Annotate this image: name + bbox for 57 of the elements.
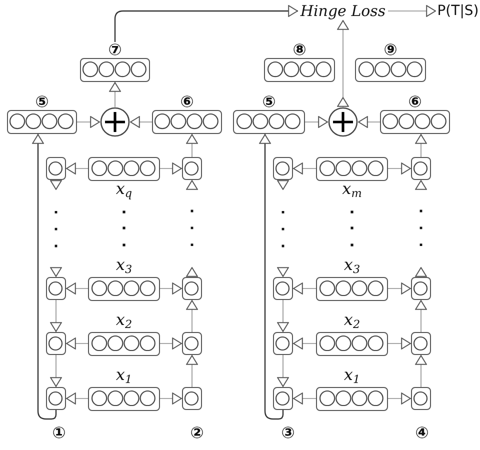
column-number: ② (189, 424, 205, 442)
arrow (32, 134, 57, 420)
arrow (415, 354, 427, 388)
arrow (66, 392, 88, 404)
arrow (277, 354, 289, 388)
arrow (186, 300, 198, 332)
arrow (415, 134, 427, 158)
arrow (388, 392, 412, 404)
input-label: x$_{2}$ (114, 312, 134, 332)
input-label: x$_{3}$ (114, 256, 134, 276)
arrow (160, 338, 182, 350)
input-label: x$_{3}$ (342, 256, 362, 276)
column-number: ③ (280, 424, 296, 442)
arrow (160, 392, 182, 404)
layer-number: ⑥ (407, 94, 423, 110)
input-label: x$_{q}$ (114, 180, 134, 200)
column-number: ① (51, 424, 67, 442)
arrow (130, 116, 152, 128)
arrow (160, 162, 182, 174)
arrow (66, 162, 88, 174)
layer-number: ⑥ (179, 94, 195, 110)
input-label: x$_{1}$ (342, 366, 362, 386)
arrow (66, 338, 88, 350)
column-number: ④ (414, 424, 430, 442)
arrow (114, 5, 298, 42)
arrow (50, 300, 62, 332)
arrow (186, 354, 198, 388)
arrow (50, 354, 62, 388)
output-label: P(T|S) (436, 2, 480, 20)
arrow (76, 116, 100, 128)
arrow (292, 338, 316, 350)
loss-label: Hinge Loss (298, 2, 388, 20)
arrow (66, 282, 88, 294)
arrow (259, 134, 284, 420)
arrow (388, 282, 412, 294)
arrow (160, 282, 182, 294)
layer-number: ⑧ (292, 42, 308, 58)
layer-number: ⑤ (261, 94, 277, 110)
arrow (186, 134, 198, 158)
arrow (337, 20, 349, 108)
input-label: x$_{2}$ (342, 312, 362, 332)
arrow (109, 82, 121, 108)
arrow (388, 338, 412, 350)
layer-number: ⑦ (107, 42, 123, 58)
arrow (292, 282, 316, 294)
layer-number: ⑤ (34, 94, 50, 110)
arrow (304, 116, 328, 128)
arrow (388, 162, 412, 174)
arrow (277, 300, 289, 332)
arrow (292, 162, 316, 174)
arrow (415, 300, 427, 332)
input-label: x$_{1}$ (114, 366, 134, 386)
arrow (388, 5, 436, 17)
arrow (358, 116, 380, 128)
arrow (292, 392, 316, 404)
layer-number: ⑨ (382, 42, 398, 58)
input-label: x$_{m}$ (341, 180, 363, 200)
